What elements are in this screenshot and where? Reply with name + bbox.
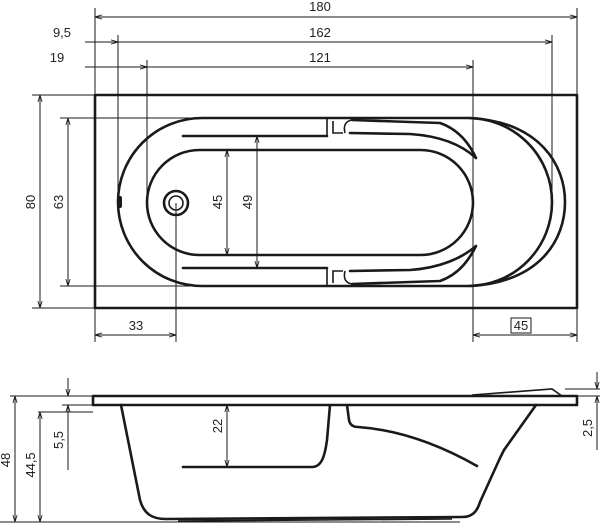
- dim-box: [510, 317, 532, 334]
- extension-lines-side: [0, 388, 600, 523]
- side-view: 48 44,5 5,5 22 2,5: [0, 372, 600, 523]
- backrest-curve: [468, 116, 567, 288]
- inner-basin-outline: [116, 116, 554, 288]
- dim-floor-width: 45: [210, 195, 225, 209]
- dim-inner-width: 63: [51, 195, 66, 209]
- tub-body-profile: [119, 403, 538, 521]
- top-view: 180 9,5 162 19 121 80 63 45 49 33 45: [23, 0, 579, 342]
- extension-lines-top: [32, 8, 578, 342]
- dim-floor-length: 121: [309, 50, 331, 65]
- dim-total-height: 48: [0, 453, 13, 467]
- dim-body-height: 44,5: [23, 452, 38, 477]
- dim-overall-length: 180: [309, 0, 331, 14]
- dim-step-depth: 22: [210, 419, 225, 433]
- handle-notch-bottom: [326, 268, 353, 286]
- tub-base-line: [177, 518, 453, 522]
- dim-right-offset-boxed: 45: [514, 318, 528, 333]
- dim-inner-length: 162: [309, 25, 331, 40]
- dimension-lines-side: [15, 372, 597, 522]
- seat-step-profile: [181, 403, 332, 469]
- dim-armrest-gap: 49: [240, 195, 255, 209]
- dim-rim-thickness: 2,5: [580, 419, 595, 437]
- armrest-handle-top: [348, 118, 478, 160]
- dim-drain-offset: 33: [129, 318, 143, 333]
- rim-profile: [91, 394, 579, 407]
- backrest-profile: [345, 403, 479, 468]
- dimension-lines-top: [40, 17, 577, 335]
- rim-headrest-slope: [471, 388, 563, 397]
- dim-overall-width: 80: [23, 195, 38, 209]
- floor-outline: [145, 148, 475, 257]
- dim-rim-offset-2: 19: [50, 50, 64, 65]
- dim-rim-offset: 9,5: [53, 25, 71, 40]
- dim-rim-height: 5,5: [51, 431, 66, 449]
- handle-notch-top: [326, 118, 353, 136]
- armrest-handle-bottom: [348, 244, 478, 286]
